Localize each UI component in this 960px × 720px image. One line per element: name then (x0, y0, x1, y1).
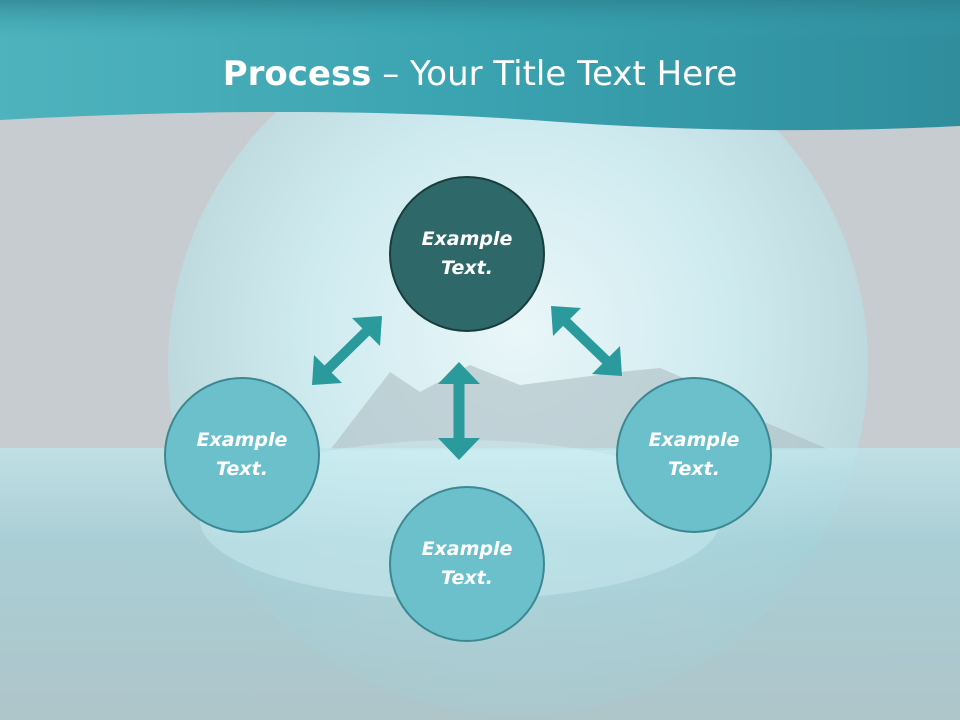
node-text-line2: Text. (216, 458, 268, 480)
node-text-line1: Example (421, 228, 513, 250)
title-rest: – Your Title Text Here (371, 54, 738, 94)
process-node-right: Example Text. (616, 377, 772, 533)
title-bold: Process (222, 54, 372, 94)
node-text-line2: Text. (441, 567, 493, 589)
process-node-bottom: Example Text. (389, 486, 545, 642)
process-node-left: Example Text. (164, 377, 320, 533)
node-text-line2: Text. (668, 458, 720, 480)
node-text-line2: Text. (441, 257, 493, 279)
slide-title: Process – Your Title Text Here (0, 52, 960, 96)
process-node-top: Example Text. (389, 176, 545, 332)
node-text-line1: Example (648, 429, 740, 451)
node-text-line1: Example (421, 538, 513, 560)
node-text-line1: Example (196, 429, 288, 451)
